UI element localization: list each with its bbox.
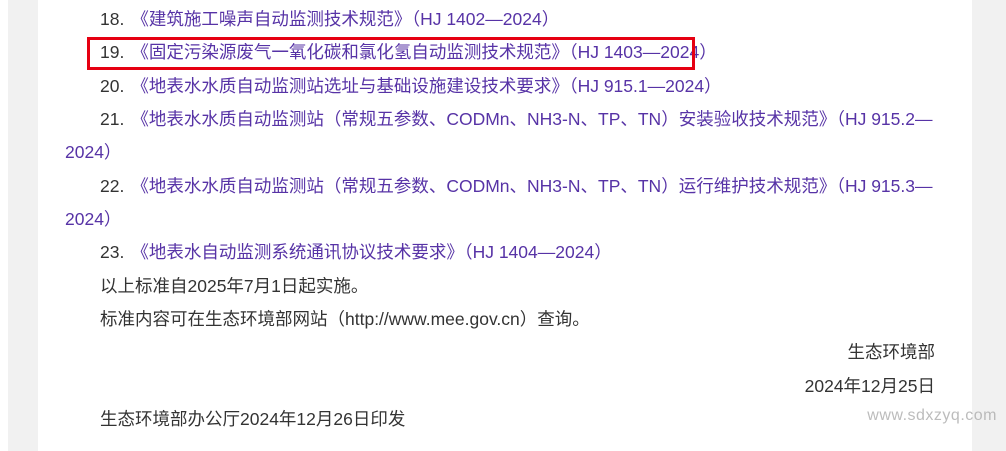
item-number: 20. xyxy=(100,75,125,96)
standard-link-hj1404[interactable]: 《地表水自动监测系统通讯协议技术要求》（HJ 1404—2024） xyxy=(131,242,612,263)
item-number: 22. xyxy=(100,175,125,196)
standard-link-hj915-3-wrap[interactable]: 2024） xyxy=(65,209,122,230)
list-item-22-wrap: 2024） xyxy=(65,203,935,236)
list-item-22: 22. 《地表水水质自动监测站（常规五参数、CODMn、NH3-N、TP、TN）运… xyxy=(65,170,935,203)
document-body: 18. 《建筑施工噪声自动监测技术规范》（HJ 1402—2024） 19. 《固定… xyxy=(65,3,936,430)
implementation-note: 以上标准自2025年7月1日起实施。 xyxy=(100,275,369,296)
query-note: 标准内容可在生态环境部网站（http://www.mee.gov.cn）查询。 xyxy=(100,309,590,330)
standard-link-hj915-2[interactable]: 《地表水水质自动监测站（常规五参数、CODMn、NH3-N、TP、TN）安装验收… xyxy=(131,109,933,130)
issue-date: 2024年12月25日 xyxy=(804,375,935,396)
item-number: 18. xyxy=(100,9,125,29)
item-number: 19. xyxy=(100,42,125,63)
list-item-21-wrap: 2024） xyxy=(65,136,935,169)
standard-link-hj915-3[interactable]: 《地表水水质自动监测站（常规五参数、CODMn、NH3-N、TP、TN）运行维护… xyxy=(131,175,933,196)
list-item-21: 21. 《地表水水质自动监测站（常规五参数、CODMn、NH3-N、TP、TN）安… xyxy=(65,103,935,136)
left-gutter xyxy=(8,0,38,451)
print-note: 生态环境部办公厅2024年12月26日印发 xyxy=(100,409,406,430)
list-item-23: 23. 《地表水自动监测系统通讯协议技术要求》（HJ 1404—2024） xyxy=(65,236,935,269)
standard-link-hj915-2-wrap[interactable]: 2024） xyxy=(65,142,122,163)
item-number: 23. xyxy=(100,242,125,263)
standard-link-hj1402[interactable]: 《建筑施工噪声自动监测技术规范》（HJ 1402—2024） xyxy=(131,9,560,29)
list-item-19: 19. 《固定污染源废气一氧化碳和氯化氢自动监测技术规范》（HJ 1403—202… xyxy=(65,36,935,69)
standard-link-hj1403[interactable]: 《固定污染源废气一氧化碳和氯化氢自动监测技术规范》（HJ 1403—2024） xyxy=(131,42,717,63)
issuer-name: 生态环境部 xyxy=(847,342,936,363)
watermark: www.sdxzyq.com xyxy=(867,407,997,424)
standard-link-hj915-1[interactable]: 《地表水水质自动监测站选址与基础设施建设技术要求》（HJ 915.1—2024） xyxy=(131,75,722,96)
list-item-18: 18. 《建筑施工噪声自动监测技术规范》（HJ 1402—2024） xyxy=(65,3,935,36)
list-item-20: 20. 《地表水水质自动监测站选址与基础设施建设技术要求》（HJ 915.1—20… xyxy=(65,70,935,103)
right-gutter xyxy=(972,0,1006,451)
item-number: 21. xyxy=(100,109,125,130)
